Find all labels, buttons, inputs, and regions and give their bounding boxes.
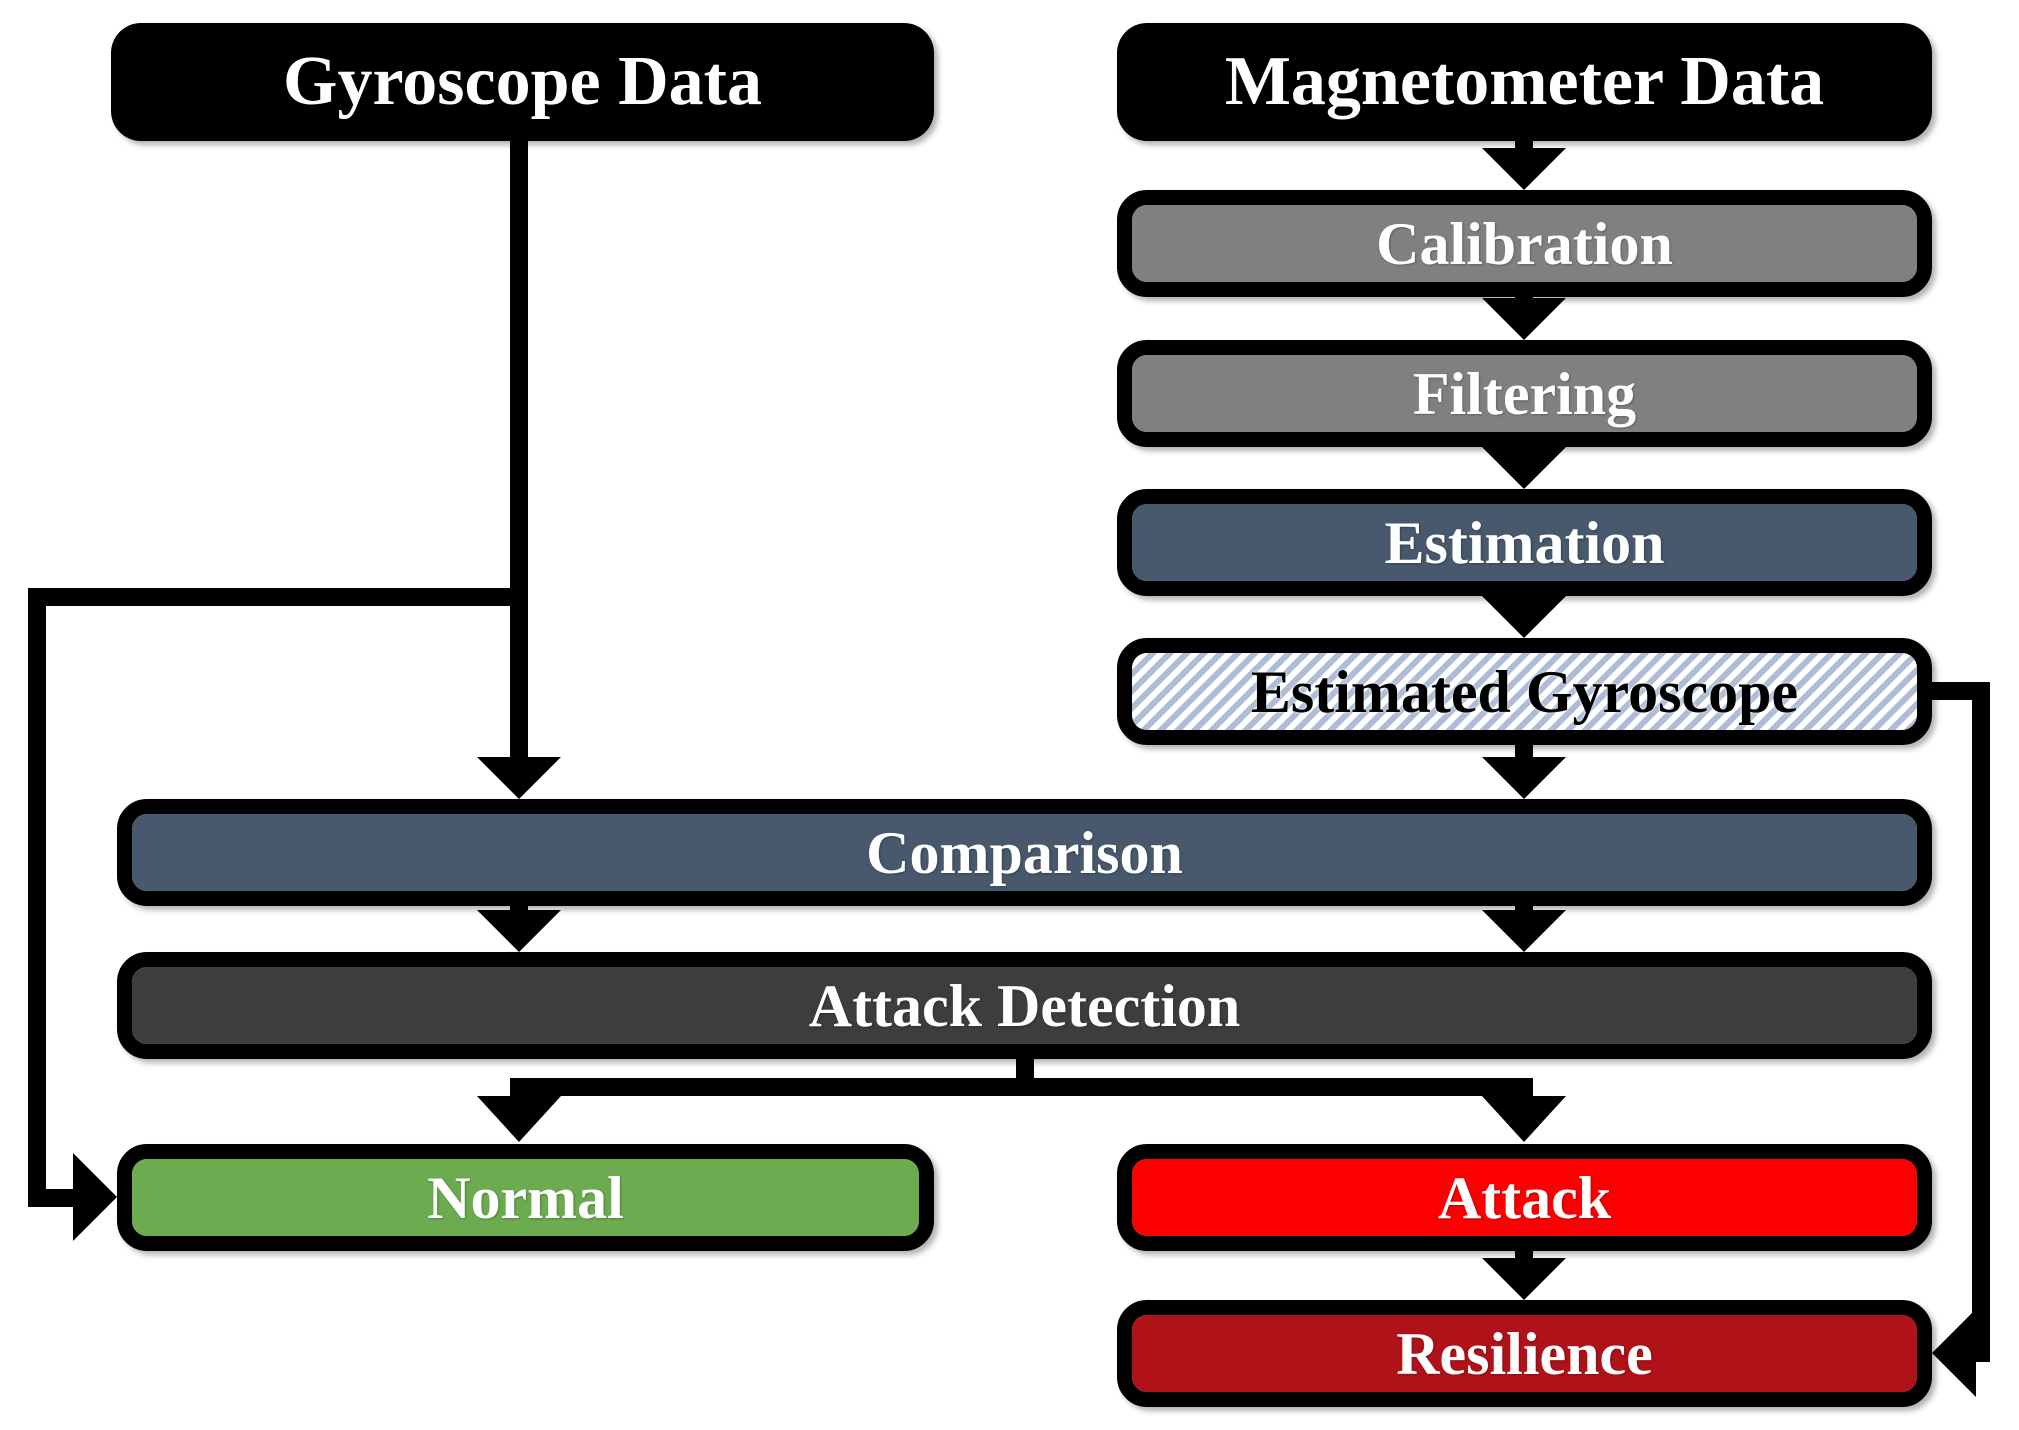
arrowhead-split-into-attack — [1482, 1096, 1566, 1142]
connector-attackdetection-split-horizontal-line — [510, 1078, 1533, 1096]
arrowhead-estimatedgyro-into-comparison — [1482, 757, 1566, 799]
arrowhead-comparison-into-attackdetection-right — [1482, 910, 1566, 952]
arrowhead-into-normal-left — [73, 1153, 117, 1241]
node-attack-detection: Attack Detection — [117, 952, 1932, 1059]
node-estimation: Estimation — [1117, 489, 1932, 596]
connector-gyroscope-branch-left-line — [28, 588, 528, 606]
arrowhead-into-resilience-right — [1932, 1309, 1976, 1397]
node-filtering: Filtering — [1117, 340, 1932, 447]
connector-gyroscope-to-comparison-line — [510, 140, 528, 761]
node-calibration-label: Calibration — [1376, 210, 1673, 277]
arrowhead-estimation-into-estimatedgyro — [1482, 596, 1566, 638]
node-estimation-label: Estimation — [1384, 509, 1665, 576]
node-magnetometer-data-label: Magnetometer Data — [1224, 43, 1825, 120]
arrowhead-attack-into-resilience — [1482, 1258, 1566, 1300]
node-calibration: Calibration — [1117, 190, 1932, 297]
arrowhead-gyroscope-into-comparison — [477, 757, 561, 799]
arrowhead-filtering-into-estimation — [1482, 447, 1566, 489]
connector-left-loop-vertical-line — [28, 588, 46, 1207]
node-magnetometer-data: Magnetometer Data — [1117, 23, 1932, 141]
node-attack-detection-label: Attack Detection — [808, 972, 1241, 1039]
connector-right-loop-vertical-line — [1972, 682, 1990, 1362]
node-gyroscope-data: Gyroscope Data — [111, 23, 934, 141]
connector-left-loop-stub-line — [28, 1189, 78, 1207]
node-attack: Attack — [1117, 1144, 1932, 1251]
node-estimated-gyroscope-label: Estimated Gyroscope — [1250, 658, 1799, 725]
arrowhead-comparison-into-attackdetection-left — [477, 910, 561, 952]
node-normal: Normal — [117, 1144, 934, 1251]
node-filtering-label: Filtering — [1412, 360, 1637, 427]
node-comparison-label: Comparison — [866, 819, 1183, 886]
node-comparison: Comparison — [117, 799, 1932, 906]
node-estimated-gyroscope: Estimated Gyroscope — [1117, 638, 1932, 745]
arrowhead-split-into-normal — [477, 1096, 561, 1142]
node-gyroscope-data-label: Gyroscope Data — [283, 43, 762, 120]
node-normal-label: Normal — [427, 1164, 624, 1231]
node-resilience: Resilience — [1117, 1300, 1932, 1407]
arrowhead-magnetometer-into-calibration — [1482, 148, 1566, 190]
node-attack-label: Attack — [1437, 1164, 1612, 1231]
arrowhead-calibration-into-filtering — [1482, 298, 1566, 340]
node-resilience-label: Resilience — [1396, 1320, 1653, 1387]
